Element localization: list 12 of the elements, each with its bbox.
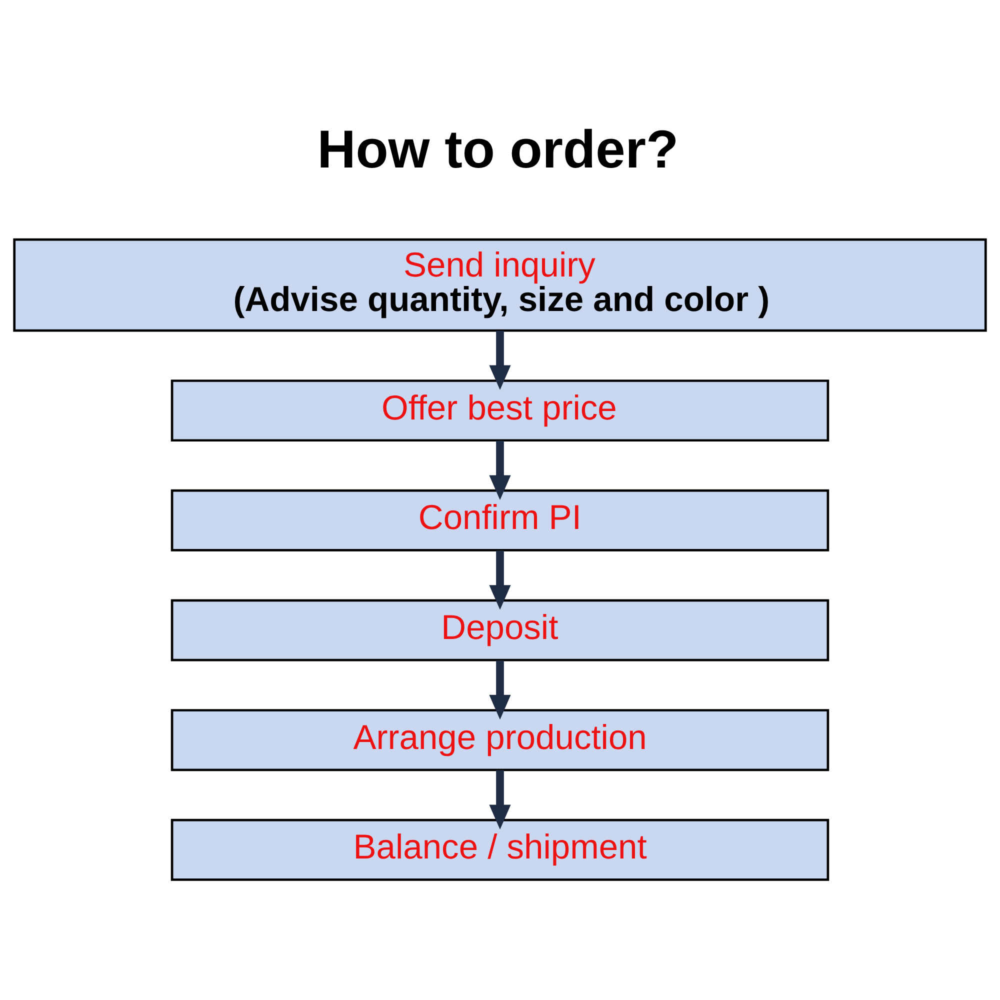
node-box: Deposit (170, 599, 830, 662)
arrow (489, 440, 511, 500)
node-box: Send inquiry (Advise quantity, size and color ) (13, 238, 987, 332)
node-box: Confirm PI (170, 489, 830, 552)
node-box: Arrange production (170, 709, 830, 772)
arrow (489, 770, 511, 830)
arrow (489, 660, 511, 720)
diagram-title: How to order? (317, 120, 679, 180)
node-box: Balance / shipment (170, 818, 830, 881)
arrow (489, 550, 511, 610)
arrow (489, 330, 511, 390)
node-box: Offer best price (170, 380, 830, 442)
